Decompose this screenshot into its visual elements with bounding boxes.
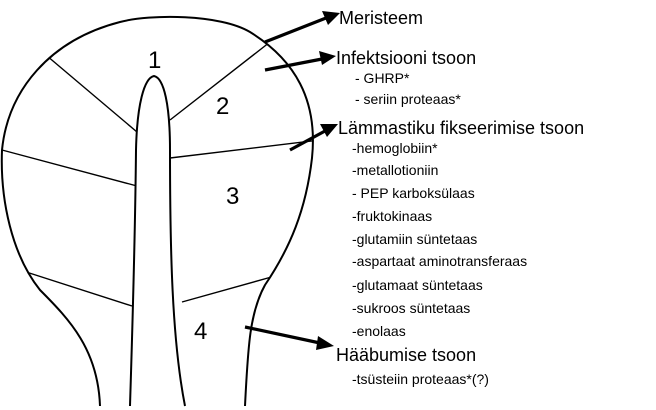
fixation-item-7: -glutamaat süntetaas bbox=[352, 277, 483, 293]
fixation-item-8: -sukroos süntetaas bbox=[352, 300, 470, 316]
fixation-item-5: -glutamiin süntetaas bbox=[352, 231, 477, 247]
infection-item-1: - GHRP* bbox=[355, 70, 410, 86]
arrow-infection-head bbox=[319, 51, 336, 65]
arrow-senescence bbox=[245, 327, 320, 343]
arrow-meristem bbox=[265, 18, 326, 42]
fixation-item-9: -enolaas bbox=[352, 323, 406, 339]
fixation-item-2: -metallotioniin bbox=[352, 162, 438, 178]
zone-number-3: 3 bbox=[226, 183, 239, 210]
fixation-item-3: - PEP karboksülaas bbox=[352, 185, 475, 201]
fixation-item-4: -fruktokinaas bbox=[352, 208, 432, 224]
infection-item-2: - seriin proteaas* bbox=[355, 91, 461, 107]
label-senescence-zone: Hääbumise tsoon bbox=[336, 345, 476, 365]
label-fixation-zone: Lämmastiku fikseerimise tsoon bbox=[338, 118, 584, 138]
zone-number-4: 4 bbox=[194, 318, 207, 345]
fixation-item-6: -aspartaat aminotransferaas bbox=[352, 253, 527, 269]
arrow-senescence-head bbox=[316, 336, 334, 350]
label-meristem: Meristeem bbox=[339, 8, 423, 28]
zone-number-2: 2 bbox=[216, 93, 229, 120]
label-infection-zone: Infektsiooni tsoon bbox=[336, 48, 476, 68]
zone-number-1: 1 bbox=[148, 47, 161, 74]
fixation-item-1: -hemoglobiin* bbox=[352, 140, 438, 156]
senescence-item-1: -tsüsteiin proteaas*(?) bbox=[352, 371, 489, 387]
